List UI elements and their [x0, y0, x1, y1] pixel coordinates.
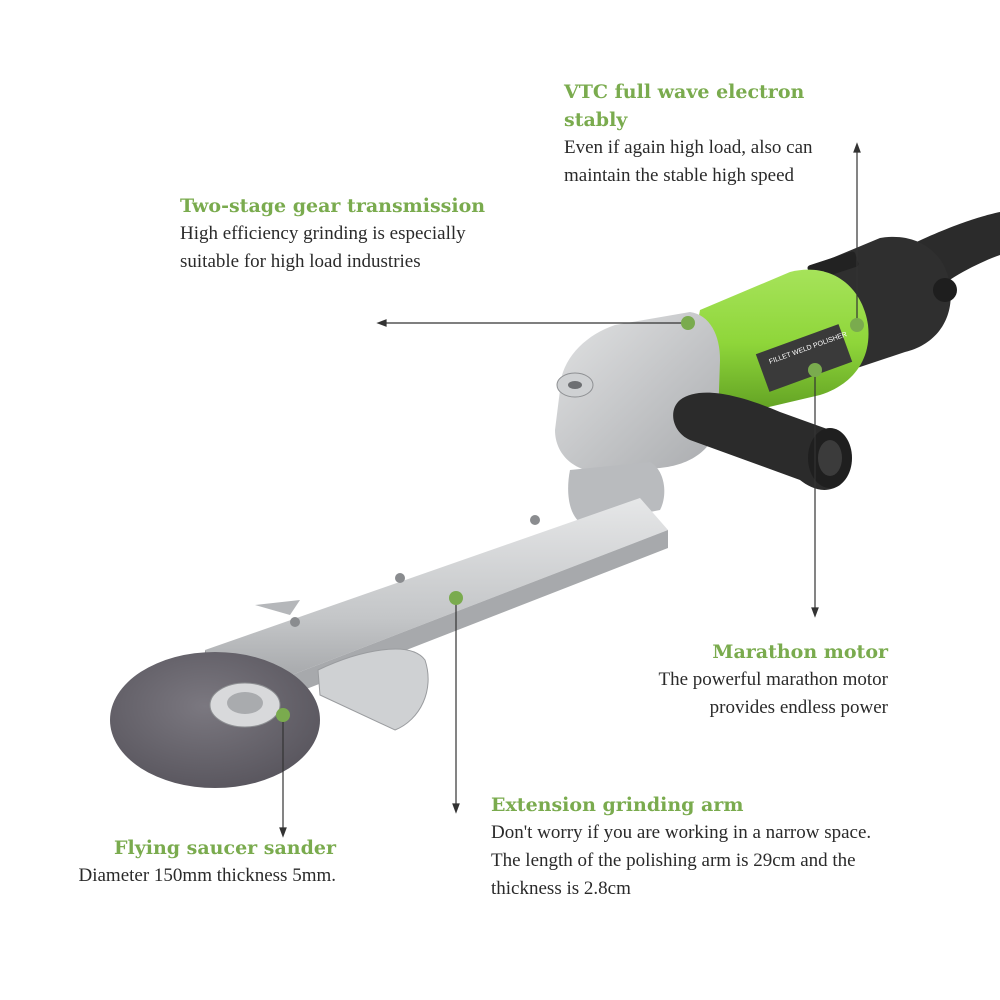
callout-description: Diameter 150mm thickness 5mm. — [78, 865, 336, 886]
rear-knob — [933, 278, 957, 302]
callout-description: Even if again high load, also can mainta… — [564, 137, 813, 186]
callout-title: Extension grinding arm — [491, 794, 744, 816]
disc-guard — [317, 648, 429, 731]
hotspot-markers — [276, 316, 864, 722]
callout-title: Two-stage gear transmission — [180, 195, 486, 217]
callout-flying-saucer-sander: Flying saucer sander Diameter 150mm thic… — [30, 834, 336, 890]
arm-screw — [290, 617, 300, 627]
callout-vtc: VTC full wave electron stably Even if ag… — [564, 78, 854, 190]
callout-title: Marathon motor — [712, 641, 888, 663]
marker-gear — [681, 316, 695, 330]
callout-gear-transmission: Two-stage gear transmission High efficie… — [180, 192, 500, 276]
leader-lines — [279, 142, 861, 838]
callout-description: The powerful marathon motor provides end… — [658, 669, 888, 718]
marker-motor — [808, 363, 822, 377]
marker-vtc — [850, 318, 864, 332]
callout-marathon-motor: Marathon motor The powerful marathon mot… — [600, 638, 888, 722]
callout-extension-arm: Extension grinding arm Don't worry if yo… — [491, 791, 891, 903]
arm-screw — [395, 573, 405, 583]
extension-arm — [205, 498, 668, 698]
marker-sander — [276, 708, 290, 722]
callout-title: VTC full wave electron stably — [564, 81, 805, 131]
gear-head — [555, 312, 720, 472]
callout-title: Flying saucer sander — [114, 837, 336, 859]
callout-description: Don't worry if you are working in a narr… — [491, 822, 872, 899]
motor-housing — [690, 269, 869, 416]
product-label-plate — [755, 324, 853, 392]
side-handle — [673, 392, 849, 490]
marker-arm — [449, 591, 463, 605]
arm-screw — [530, 515, 540, 525]
sanding-disc — [110, 652, 320, 788]
callout-description: High efficiency grinding is especially s… — [180, 223, 466, 272]
